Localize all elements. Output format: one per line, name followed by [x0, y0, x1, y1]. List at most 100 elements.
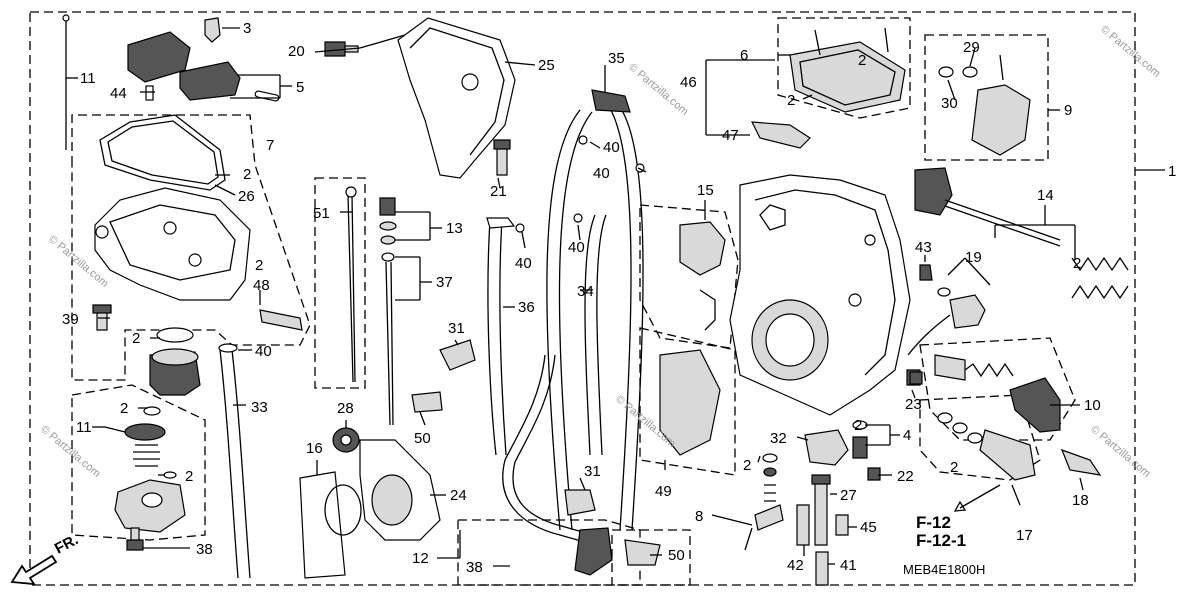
callout-16: 16 — [306, 440, 323, 457]
bolt-39 — [96, 311, 108, 331]
plate-group-outline — [611, 529, 691, 586]
callout-21: 21 — [490, 183, 507, 200]
callout-17: 17 — [1016, 527, 1033, 544]
callout-30: 30 — [941, 95, 958, 112]
callout-28: 28 — [337, 400, 354, 417]
cable-plate-31b — [564, 489, 596, 516]
jet-41 — [815, 551, 829, 586]
callout-31: 31 — [584, 463, 601, 480]
callout-2: 2 — [858, 52, 866, 69]
main-jet-holder-27 — [814, 479, 828, 546]
diagram-code: MEB4E1800H — [903, 562, 985, 577]
callout-35: 35 — [608, 50, 625, 67]
callout-2: 2 — [950, 459, 958, 476]
callout-7: 7 — [266, 137, 274, 154]
top-cover-group-outline — [777, 17, 911, 119]
callout-46: 46 — [680, 74, 697, 91]
callout-24: 24 — [450, 487, 467, 504]
needle-jet-8 — [754, 504, 784, 531]
sensor-19 — [949, 294, 986, 329]
figure-ref-f12-1: F-12-1 — [916, 531, 966, 550]
callout-40: 40 — [593, 165, 610, 182]
callout-47: 47 — [722, 127, 739, 144]
needle-clip-13 — [379, 197, 396, 216]
callout-51: 51 — [313, 205, 330, 222]
callout-45: 45 — [860, 519, 877, 536]
callout-12: 12 — [412, 550, 429, 567]
callout-40: 40 — [515, 255, 532, 272]
figure-ref-arrow — [959, 484, 1001, 509]
bracket-50b — [624, 539, 661, 566]
float-chamber-group-outline — [71, 114, 311, 381]
vent-cover — [127, 31, 191, 83]
linkage-15 — [679, 221, 726, 276]
float-chamber-7 — [94, 187, 251, 301]
callout-labels: 1 2 2 2 2 2 2 2 2 2 2 2 3 4 5 6 7 8 9 10… — [62, 20, 1176, 576]
callout-1: 1 — [1168, 163, 1176, 180]
callout-50: 50 — [668, 547, 685, 564]
callout-50: 50 — [414, 430, 431, 447]
callout-42: 42 — [787, 557, 804, 574]
callout-2: 2 — [255, 257, 263, 274]
front-direction-arrow: FR. — [10, 531, 81, 586]
callout-3: 3 — [243, 20, 251, 37]
jet-45 — [835, 514, 849, 536]
figure-ref-f12: F-12 — [916, 513, 951, 532]
vent-tube-34 — [584, 214, 596, 456]
callout-41: 41 — [840, 557, 857, 574]
callout-2: 2 — [185, 468, 193, 485]
callout-6: 6 — [740, 47, 748, 64]
assembly-outline — [29, 11, 1136, 586]
throttle-stop-14 — [914, 167, 953, 216]
callout-2: 2 — [243, 166, 251, 183]
callout-2: 2 — [1073, 255, 1081, 272]
vent-tube-33 — [219, 349, 239, 579]
callout-5: 5 — [296, 79, 304, 96]
callout-9: 9 — [1064, 102, 1072, 119]
callout-4: 4 — [903, 427, 911, 444]
callout-14: 14 — [1037, 187, 1054, 204]
accelerator-pump-group-outline — [71, 384, 206, 541]
fitting-17 — [979, 429, 1036, 481]
callout-18: 18 — [1072, 492, 1089, 509]
callout-23: 23 — [905, 396, 922, 413]
drain-screw-48 — [259, 309, 303, 331]
callout-38: 38 — [196, 541, 213, 558]
callout-43: 43 — [915, 239, 932, 256]
top-cover-6 — [789, 41, 906, 113]
callout-13: 13 — [446, 220, 463, 237]
hot-start-valve-10 — [934, 354, 966, 381]
watermark: © Partzilla.com — [38, 423, 102, 480]
callout-40: 40 — [568, 239, 585, 256]
callout-10: 10 — [1084, 397, 1101, 414]
callout-26: 26 — [238, 188, 255, 205]
callout-31: 31 — [448, 320, 465, 337]
callout-38: 38 — [466, 559, 483, 576]
callout-39: 39 — [62, 311, 79, 328]
bracket-group-outline — [924, 34, 1049, 161]
callout-36: 36 — [518, 299, 535, 316]
callout-25: 25 — [538, 57, 555, 74]
throttle-cover-25 — [397, 17, 516, 179]
callout-19: 19 — [965, 249, 982, 266]
plug-18 — [1060, 448, 1102, 476]
callout-11: 11 — [80, 70, 96, 87]
callout-2: 2 — [120, 400, 128, 417]
float-valve-32 — [804, 429, 849, 466]
callout-11: 11 — [76, 419, 92, 436]
bolt-21 — [496, 147, 508, 176]
leader-lines — [66, 27, 1084, 567]
callout-37: 37 — [436, 274, 453, 291]
vent-cap-5 — [179, 61, 241, 101]
callout-2: 2 — [132, 330, 140, 347]
hot-start-group-outline — [919, 337, 1076, 441]
callout-15: 15 — [697, 182, 714, 199]
callout-20: 20 — [288, 43, 305, 60]
float-bowl-gasket-26 — [99, 114, 226, 191]
bracket-50a — [411, 391, 443, 413]
vent-tube-35 — [546, 109, 581, 531]
jet-42 — [796, 504, 810, 546]
linkage-49 — [659, 349, 721, 456]
callout-22: 22 — [897, 468, 914, 485]
